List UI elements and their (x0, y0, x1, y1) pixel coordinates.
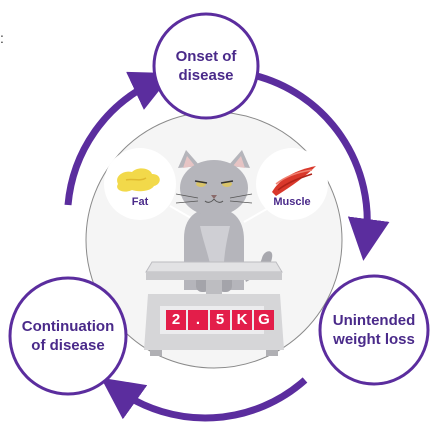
cycle-arrow-top-left (64, 71, 174, 206)
fat-label: Fat (131, 196, 149, 208)
scale-digit: K (232, 310, 252, 330)
weighing-scale (144, 261, 284, 356)
stage-circle-onset (152, 12, 260, 120)
muscle-label: Muscle (273, 196, 311, 208)
fat-icon (117, 168, 160, 192)
stage-label-continuation: Continuation of disease (21, 318, 115, 354)
stage-label-onset: Onset of disease (175, 48, 237, 84)
scale-digit: 2 (166, 310, 186, 330)
cycle-arrow-bottom (100, 377, 308, 422)
scale-digit: 5 (210, 310, 230, 330)
muscle-icon (272, 166, 316, 196)
stage-label-weight-loss: Unintended weight loss (332, 312, 416, 348)
stage-circle-continuation (8, 276, 128, 396)
scale-digit: . (188, 310, 208, 330)
scale-digit: G (254, 310, 274, 330)
cycle-arrow-right (252, 71, 390, 261)
stray-mark: : (0, 30, 4, 46)
stage-circle-weight-loss (318, 274, 430, 386)
